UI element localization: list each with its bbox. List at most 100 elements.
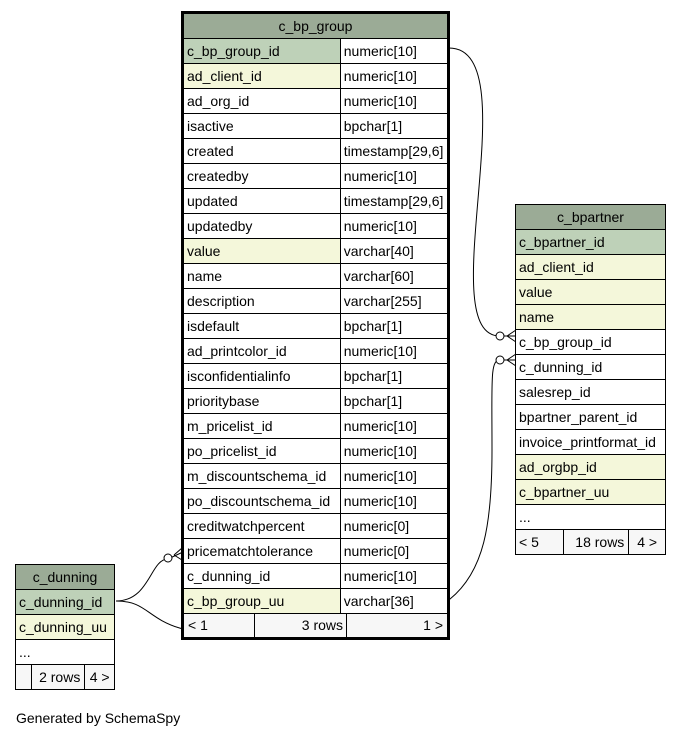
column-row: salesrep_id (515, 379, 666, 405)
column-name: value (182, 238, 341, 264)
column-name: ad_orgbp_id (515, 454, 666, 480)
c-dunning-header: c_dunning (15, 564, 115, 590)
link-dunning-to-bp-group-crowfoot-circle (163, 553, 173, 563)
column-name: isactive (182, 113, 341, 139)
column-row: c_bpartner_id (515, 229, 666, 255)
footer-left: < 5 (515, 529, 564, 555)
column-name: m_pricelist_id (182, 413, 341, 439)
column-type: timestamp[29,6] (339, 138, 450, 164)
column-name: c_bp_group_id (515, 329, 666, 355)
column-type: numeric[0] (339, 538, 450, 564)
column-name: creditwatchpercent (182, 513, 341, 539)
column-type: numeric[10] (339, 213, 450, 239)
column-name: ad_client_id (182, 63, 341, 89)
footer-left (14, 664, 33, 690)
column-name: c_bpartner_id (515, 229, 666, 255)
column-row: c_bp_group_id (515, 329, 666, 355)
column-row: c_dunning_uu (15, 614, 115, 640)
column-row: c_dunning_id (15, 589, 115, 615)
column-name: invoice_printformat_id (515, 429, 666, 455)
link-dunning-to-bp-group-crowfoot (173, 547, 183, 561)
column-name: isconfidentialinfo (182, 363, 341, 389)
column-name: c_bp_group_uu (182, 588, 341, 614)
table-title: c_bp_group (182, 12, 449, 39)
column-row: ad_orgbp_id (515, 454, 666, 480)
column-name: c_dunning_id (182, 563, 341, 589)
column-row: name (515, 304, 666, 330)
footer-right: 4 > (628, 529, 666, 555)
column-name: c_bpartner_uu (515, 479, 666, 505)
link-dunning-to-bp-group (115, 551, 184, 602)
footer-left: < 1 (184, 614, 255, 637)
column-name: bpartner_parent_id (515, 404, 666, 430)
column-name: salesrep_id (515, 379, 666, 405)
column-row: value (515, 279, 666, 305)
footer-right: 1 > (423, 617, 443, 633)
footer-right: 4 > (84, 664, 115, 690)
column-name: pricematchtolerance (182, 538, 341, 564)
link-dunning-to-bpartner-crowfoot (506, 353, 517, 367)
column-type: numeric[10] (339, 63, 450, 89)
link-bp-group-to-bpartner-crowfoot (506, 329, 517, 343)
column-type: varchar[36] (339, 588, 450, 614)
column-row: ad_client_id (515, 254, 666, 280)
column-type: bpchar[1] (339, 113, 450, 139)
column-name: ... (515, 504, 666, 530)
column-type: timestamp[29,6] (339, 188, 450, 214)
footer-rows: 3 rows (255, 614, 347, 637)
column-name: description (182, 288, 341, 314)
column-name: created (182, 138, 341, 164)
column-type: numeric[10] (339, 438, 450, 464)
column-type: varchar[255] (339, 288, 450, 314)
column-name: c_bp_group_id (182, 38, 341, 64)
column-type: numeric[10] (339, 488, 450, 514)
column-name: c_dunning_uu (15, 614, 115, 640)
column-name: ad_org_id (182, 88, 341, 114)
column-type: numeric[10] (339, 88, 450, 114)
column-type: numeric[10] (339, 338, 450, 364)
column-type: numeric[0] (339, 513, 450, 539)
column-name: ad_client_id (515, 254, 666, 280)
column-name: m_discountschema_id (182, 463, 341, 489)
column-name: c_dunning_id (15, 589, 115, 615)
column-row: invoice_printformat_id (515, 429, 666, 455)
column-type: varchar[60] (339, 263, 450, 289)
link-dunning-to-bpartner-crowfoot-circle (495, 355, 505, 365)
table-title: c_dunning (15, 564, 115, 590)
column-name: po_discountschema_id (182, 488, 341, 514)
link-bp-group-to-bpartner (448, 47, 516, 337)
c-bpartner-header: c_bpartner (515, 204, 666, 230)
footer-rows: 2 rows (31, 664, 86, 690)
column-name: ... (15, 639, 115, 665)
footer-rows: 18 rows (562, 529, 630, 555)
column-name: name (182, 263, 341, 289)
column-name: isdefault (182, 313, 341, 339)
column-name: prioritybase (182, 388, 341, 414)
column-name: name (515, 304, 666, 330)
column-name: po_pricelist_id (182, 438, 341, 464)
column-type: numeric[10] (339, 163, 450, 189)
column-row: bpartner_parent_id (515, 404, 666, 430)
